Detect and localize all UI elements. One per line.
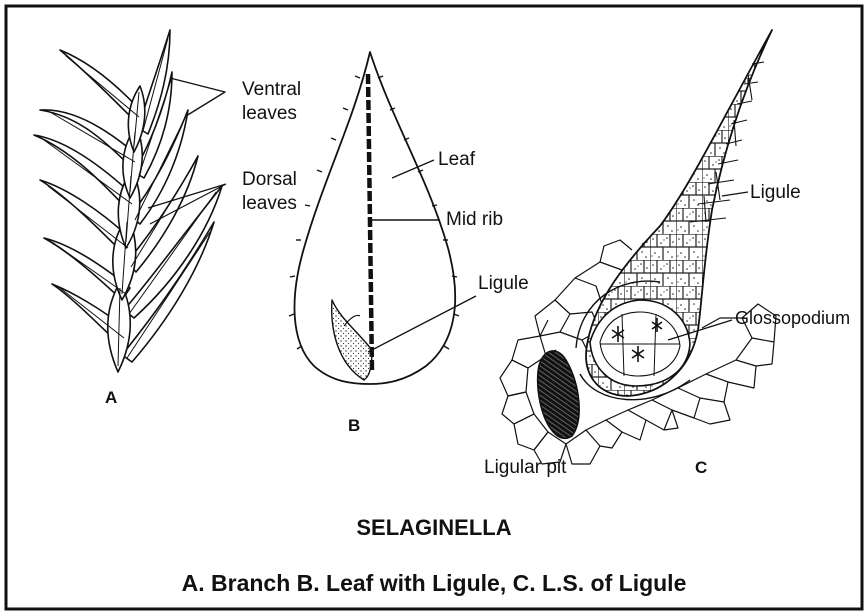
- panel-label-b: B: [348, 416, 360, 436]
- ligule-b-label: Ligule: [478, 272, 529, 296]
- panel-label-a: A: [105, 388, 117, 408]
- branch-drawing: [34, 30, 226, 372]
- panel-label-c: C: [695, 458, 707, 478]
- ligular-pit: [538, 351, 579, 438]
- ligule-c-label: Ligule: [750, 181, 801, 205]
- figure-caption: A. Branch B. Leaf with Ligule, C. L.S. o…: [0, 570, 868, 597]
- leaf-label: Leaf: [438, 148, 475, 172]
- midrib-label: Mid rib: [446, 208, 503, 232]
- ventral-pointer: [170, 78, 225, 116]
- dorsal-leaves-label: Dorsal leaves: [242, 168, 322, 216]
- glossopodium-label: Glossopodium: [735, 307, 850, 330]
- ligule-ls-drawing: [500, 30, 776, 464]
- ligule-c-pointer: [722, 192, 748, 196]
- ligular-pit-label: Ligular pit: [484, 456, 566, 480]
- figure-title: SELAGINELLA: [0, 515, 868, 541]
- ventral-leaves-label: Ventral leaves: [242, 78, 322, 126]
